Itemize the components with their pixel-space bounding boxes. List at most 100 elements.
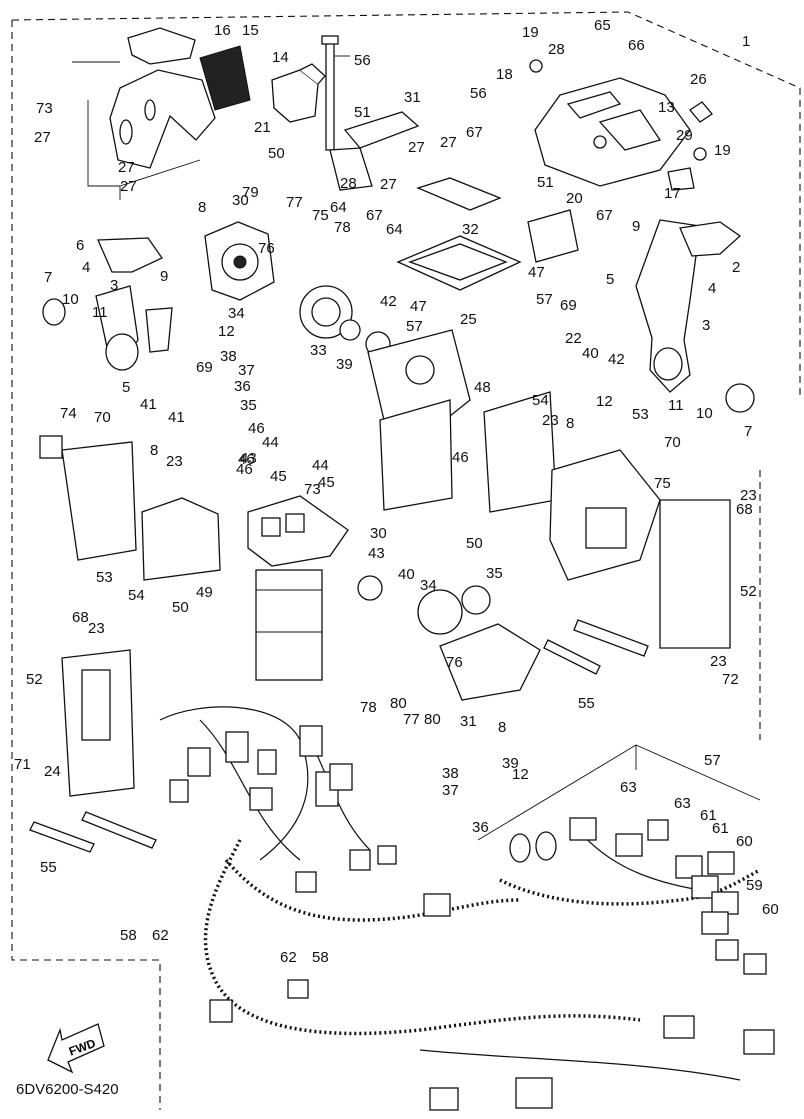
assembly-boundary xyxy=(11,11,801,1110)
switch-box-29 xyxy=(367,329,471,511)
callout-74: 74 xyxy=(60,405,77,422)
switch-30-lower xyxy=(439,623,541,701)
callout-47: 47 xyxy=(528,264,545,281)
callout-5: 5 xyxy=(606,271,614,288)
callout-32: 32 xyxy=(462,221,479,238)
callout-10: 10 xyxy=(62,291,79,308)
callout-75: 75 xyxy=(654,475,671,492)
callout-69: 69 xyxy=(196,359,213,376)
callout-46: 46 xyxy=(236,461,253,478)
module-53-right xyxy=(483,391,557,513)
callout-62: 62 xyxy=(152,927,169,944)
callout-12: 12 xyxy=(218,323,235,340)
callout-61: 61 xyxy=(700,807,717,824)
callout-46: 46 xyxy=(238,451,255,468)
callout-38: 38 xyxy=(442,765,459,782)
callout-44: 44 xyxy=(312,457,329,474)
callout-76: 76 xyxy=(446,654,463,671)
callout-56: 56 xyxy=(470,85,487,102)
callout-8: 8 xyxy=(566,415,574,432)
callout-20: 20 xyxy=(566,190,583,207)
switch-assembly-30 xyxy=(204,221,275,301)
callout-37: 37 xyxy=(238,362,255,379)
harness-connectors-right xyxy=(509,817,767,975)
callout-7: 7 xyxy=(44,269,52,286)
callout-71: 71 xyxy=(14,756,31,773)
module-53-left xyxy=(141,497,221,581)
callout-13: 13 xyxy=(658,99,675,116)
screw-19 xyxy=(529,59,543,73)
callout-21: 21 xyxy=(254,119,271,136)
callout-50: 50 xyxy=(268,145,285,162)
callout-43: 43 xyxy=(368,545,385,562)
callout-23: 23 xyxy=(88,620,105,637)
callout-64: 64 xyxy=(330,199,347,216)
callout-28: 28 xyxy=(548,41,565,58)
callout-30: 30 xyxy=(370,525,387,542)
callout-25: 25 xyxy=(460,311,477,328)
callout-53: 53 xyxy=(632,406,649,423)
callout-68: 68 xyxy=(736,501,753,518)
callout-9: 9 xyxy=(160,268,168,285)
callout-80: 80 xyxy=(424,711,441,728)
callout-73: 73 xyxy=(36,100,53,117)
callout-57: 57 xyxy=(704,752,721,769)
callout-12: 12 xyxy=(596,393,613,410)
callout-53: 53 xyxy=(96,569,113,586)
callout-60: 60 xyxy=(736,833,753,850)
callout-11: 11 xyxy=(668,397,684,414)
gear-32 xyxy=(299,285,391,357)
callout-10: 10 xyxy=(696,405,713,422)
callout-8: 8 xyxy=(150,442,158,459)
tie-80-left xyxy=(81,811,157,849)
callout-44: 44 xyxy=(262,434,279,451)
callout-77: 77 xyxy=(286,194,303,211)
callout-26: 26 xyxy=(690,71,707,88)
callout-67: 67 xyxy=(366,207,383,224)
plate-51-right xyxy=(659,499,731,649)
callout-41: 41 xyxy=(140,396,157,413)
bolt-55-upper xyxy=(321,35,350,151)
callout-55: 55 xyxy=(578,695,595,712)
callout-16: 16 xyxy=(214,22,231,39)
cap-25 xyxy=(689,101,713,123)
screw-19b xyxy=(693,147,707,161)
callout-18: 18 xyxy=(496,66,513,83)
callout-58: 58 xyxy=(312,949,329,966)
callout-33: 33 xyxy=(310,342,327,359)
callout-labels: 1233445567788889910101111121212131415161… xyxy=(14,17,779,966)
callout-12: 12 xyxy=(512,766,529,783)
callout-61: 61 xyxy=(712,820,729,837)
callout-57: 57 xyxy=(536,291,553,308)
bracket-20 xyxy=(527,209,579,263)
tie-80-right xyxy=(573,619,649,657)
callout-63: 63 xyxy=(620,779,637,796)
bracket-52-right xyxy=(549,449,661,581)
callout-1: 1 xyxy=(742,33,750,50)
callout-14: 14 xyxy=(272,49,289,66)
callout-39: 39 xyxy=(336,356,353,373)
callout-6: 6 xyxy=(76,237,84,254)
callout-47: 47 xyxy=(410,298,427,315)
tie-54-left xyxy=(29,821,95,853)
callout-52: 52 xyxy=(740,583,757,600)
callout-28: 28 xyxy=(340,175,357,192)
callout-45: 45 xyxy=(318,474,335,491)
callout-41: 41 xyxy=(168,409,185,426)
callout-23: 23 xyxy=(740,487,757,504)
callout-7: 7 xyxy=(744,423,752,440)
callout-39: 39 xyxy=(502,755,519,772)
callout-36: 36 xyxy=(472,819,489,836)
callout-60: 60 xyxy=(762,901,779,918)
callout-51: 51 xyxy=(537,174,554,191)
callout-40: 40 xyxy=(582,345,599,362)
callout-35: 35 xyxy=(240,397,257,414)
throttle-lever-left xyxy=(42,237,173,371)
callout-3: 3 xyxy=(110,277,118,294)
callout-57: 57 xyxy=(406,318,423,335)
callout-73: 73 xyxy=(304,481,321,498)
callout-38: 38 xyxy=(220,348,237,365)
callout-55: 55 xyxy=(40,859,57,876)
callout-62: 62 xyxy=(280,949,297,966)
